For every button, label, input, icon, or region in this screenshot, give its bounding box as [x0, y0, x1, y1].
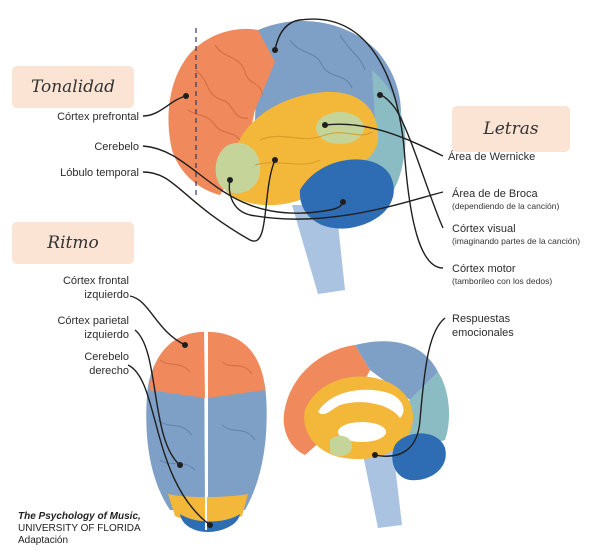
label-cortex-visual-note: (imaginando partes de la canción) — [452, 236, 580, 247]
sagittal-cerebellum — [392, 433, 446, 480]
letras-box: Letras — [452, 106, 570, 152]
tonalidad-heading: Tonalidad — [12, 66, 134, 108]
label-respuestas-emocionales: Respuestas emocionales — [452, 312, 514, 340]
label-area-broca: Área de de Broca (dependiendo de la canc… — [452, 187, 559, 212]
label-area-wernicke: Área de Wernicke — [448, 150, 535, 164]
label-cortex-visual: Córtex visual (imaginando partes de la c… — [452, 222, 580, 247]
label-area-broca-note: (dependiendo de la canción) — [452, 201, 559, 212]
label-cerebelo: Cerebelo — [94, 140, 139, 154]
ritmo-box: Ritmo — [12, 222, 134, 264]
label-cortex-motor-note: (tamborileo con los dedos) — [452, 276, 552, 287]
label-cortex-motor: Córtex motor (tamborileo con los dedos) — [452, 262, 552, 287]
credit-org: UNIVERSITY OF FLORIDA — [18, 523, 141, 535]
letras-heading: Letras — [452, 106, 570, 152]
ritmo-heading: Ritmo — [12, 222, 134, 264]
sagittal-brain — [284, 341, 449, 528]
label-lobulo-temporal: Lóbulo temporal — [60, 166, 139, 180]
lateral-brain — [168, 21, 405, 294]
credit-title: The Psychology of Music, — [18, 511, 141, 523]
lateral-green-area — [216, 143, 261, 193]
label-cortex-frontal-izquierdo: Córtex frontal izquierdo — [63, 274, 129, 302]
sagittal-green — [330, 436, 352, 457]
line-frontal-izq — [130, 296, 185, 345]
right-hemisphere-frontal — [208, 332, 265, 398]
label-cortex-prefrontal: Córtex prefrontal — [57, 110, 139, 124]
top-view-brain — [146, 332, 266, 532]
tonalidad-box: Tonalidad — [12, 66, 134, 108]
label-cerebelo-derecho: Cerebelo derecho — [84, 350, 129, 378]
wernicke-area — [316, 112, 364, 144]
source-credit: The Psychology of Music, UNIVERSITY OF F… — [18, 511, 141, 547]
credit-note: Adaptación — [18, 535, 141, 547]
label-cortex-parietal-izquierdo: Córtex parietal izquierdo — [57, 314, 129, 342]
